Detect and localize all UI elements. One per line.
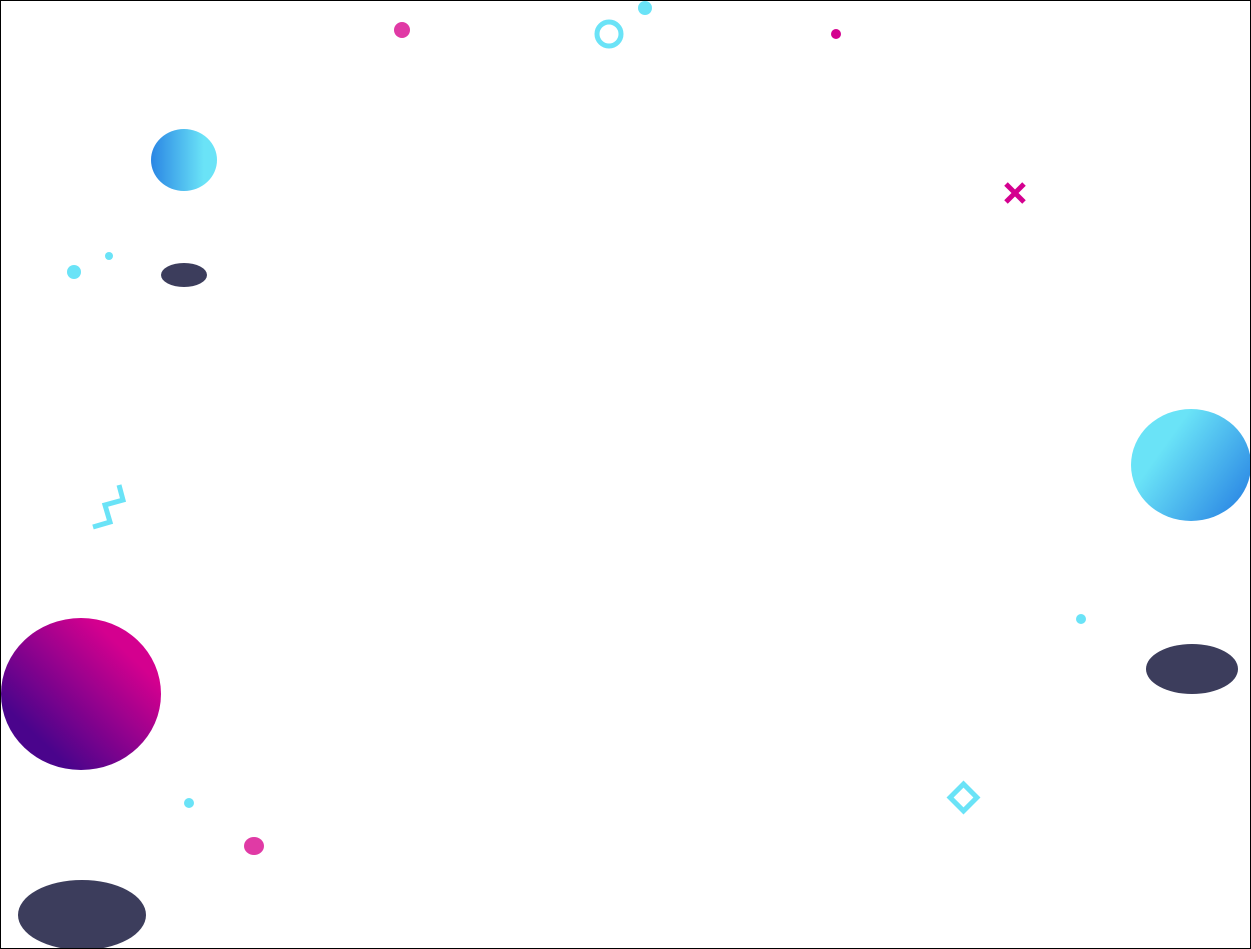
navy-ellipse bbox=[1146, 644, 1238, 694]
cross-icon bbox=[1004, 182, 1026, 204]
cyan-dot bbox=[1076, 614, 1086, 624]
zigzag-icon bbox=[92, 484, 127, 530]
blue-gradient-circle bbox=[1131, 409, 1250, 521]
magenta-dot bbox=[394, 22, 410, 38]
cyan-ring bbox=[594, 19, 624, 49]
blue-gradient-circle bbox=[151, 129, 217, 191]
navy-ellipse bbox=[161, 263, 207, 287]
navy-ellipse bbox=[18, 880, 146, 948]
purple-gradient-circle bbox=[1, 618, 161, 770]
magenta-dot bbox=[831, 29, 841, 39]
cyan-dot bbox=[638, 1, 652, 15]
magenta-dot bbox=[244, 837, 264, 855]
cyan-dot bbox=[184, 798, 194, 808]
cyan-dot bbox=[67, 265, 81, 279]
cyan-dot bbox=[105, 252, 113, 260]
diamond-icon bbox=[946, 780, 981, 815]
